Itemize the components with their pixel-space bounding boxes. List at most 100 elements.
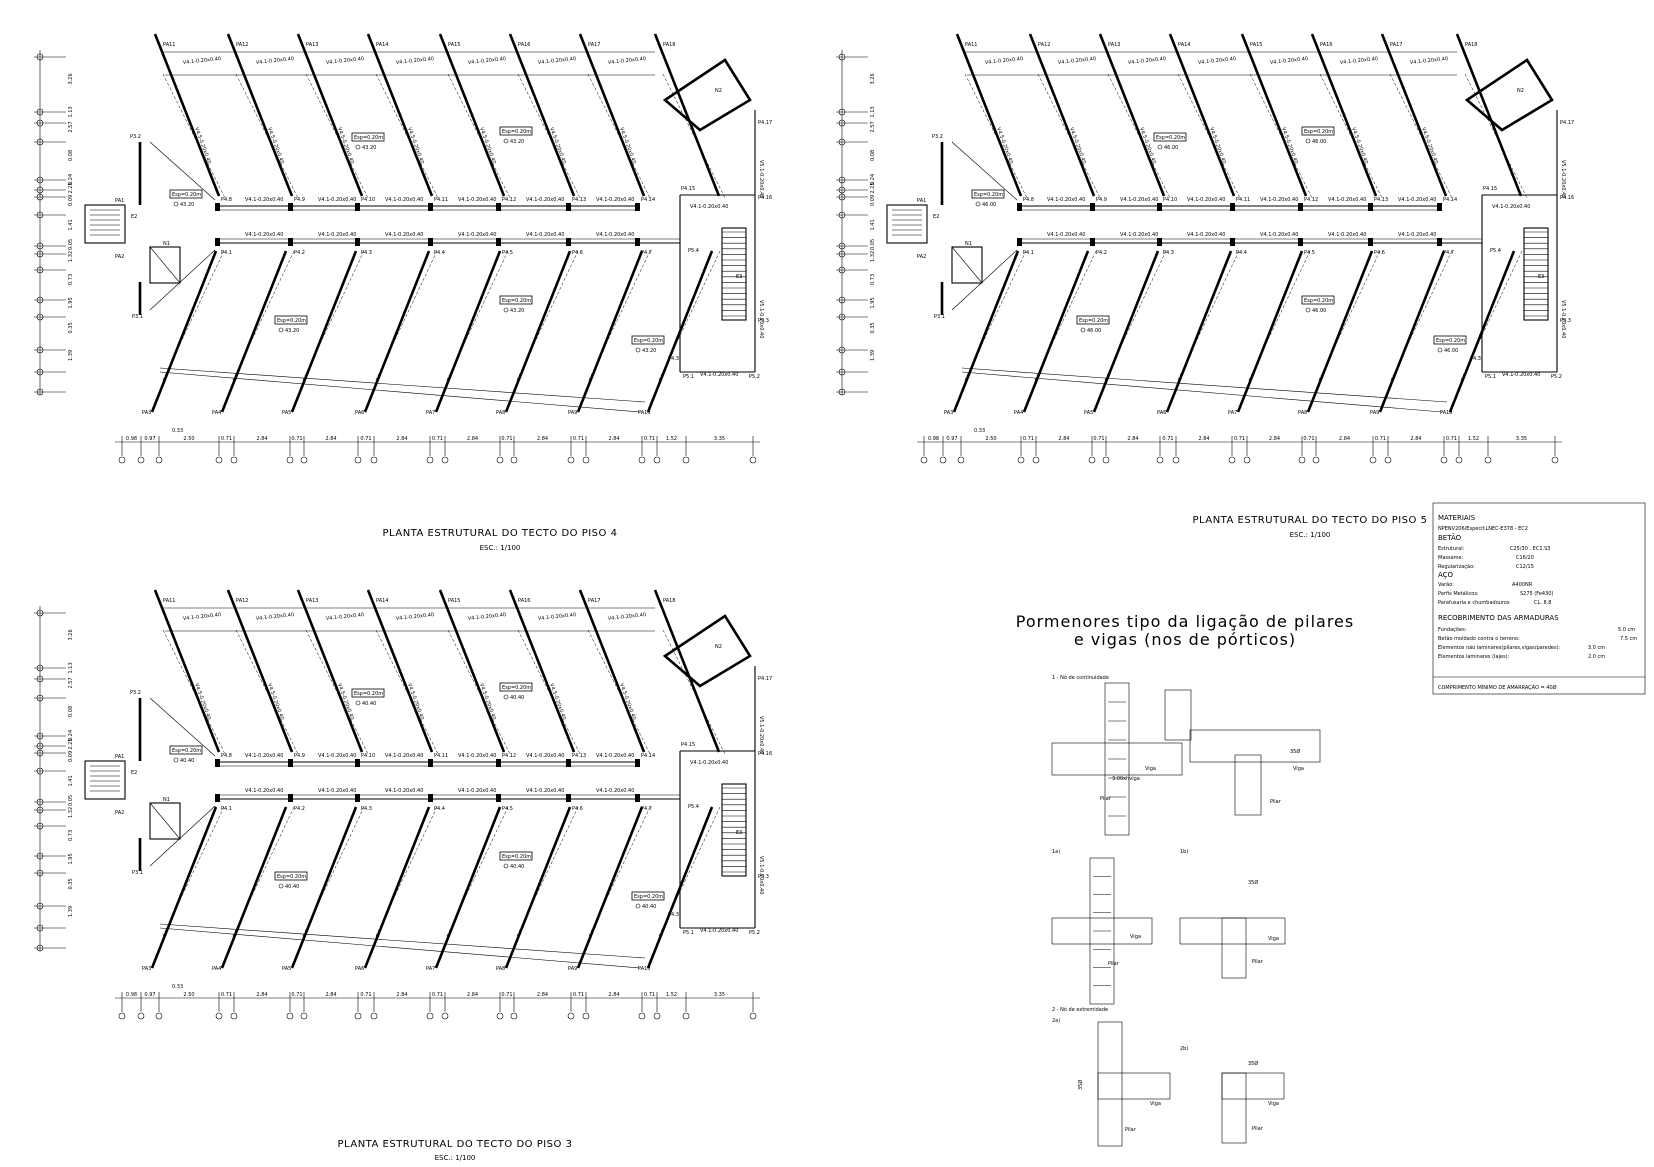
- grid-bubble: [1484, 456, 1492, 464]
- pillar-label: P5.2: [749, 930, 760, 936]
- grid-bubble: [838, 138, 846, 146]
- lift-diagonal: [149, 802, 181, 840]
- slab-level: 40.40: [510, 864, 524, 870]
- column: [428, 203, 433, 211]
- inclined-beam: [162, 73, 226, 199]
- pillar-label: PA13: [306, 598, 318, 604]
- column: [1368, 203, 1373, 211]
- left-dimension: 0.73: [870, 274, 876, 285]
- pillar-label: P4.3: [361, 806, 372, 812]
- inclined-beam: [375, 73, 439, 199]
- left-dimension: 0.35: [68, 878, 74, 889]
- column: [1090, 238, 1095, 246]
- bottom-dimension: 0.33: [974, 428, 985, 434]
- pilar-label: Pilar: [1252, 1126, 1264, 1132]
- column: [1437, 203, 1442, 211]
- grid-bubble: [36, 609, 44, 617]
- grid-bubble: [36, 388, 44, 396]
- beam-label: V4.5-0.20x0.40: [1208, 127, 1227, 165]
- mat-key: Perfis Metálicos:: [1438, 590, 1479, 597]
- mat-key: Varão:: [1438, 582, 1454, 588]
- bottom-dimension: 0.71: [432, 992, 443, 998]
- wall: [149, 805, 216, 867]
- slab-thickness: Esp=0.20m: [634, 338, 663, 344]
- grid-bubble: [36, 250, 44, 258]
- pillar-section: [1097, 1021, 1123, 1147]
- column: [355, 238, 360, 246]
- inclined-wall: [366, 589, 434, 753]
- beam-label: V4.1-0.20x0.40: [1270, 56, 1309, 66]
- grid-bubble: [36, 902, 44, 910]
- slab-thickness: Esp=0.20m: [974, 192, 1003, 198]
- bottom-dimension: 0.71: [432, 436, 443, 442]
- beam-label: V4.1-0.20x0.40: [468, 56, 507, 66]
- beam-label: V4.1-0.20x0.40: [318, 232, 356, 238]
- grid-bubble: [36, 852, 44, 860]
- column: [215, 238, 220, 246]
- pillar-label: PA9: [568, 410, 577, 416]
- bottom-edge-beam: [159, 923, 646, 959]
- grid-bubble: [939, 456, 947, 464]
- bottom-dimension: 2.84: [608, 992, 619, 998]
- inclined-beam: [587, 250, 651, 383]
- inclined-wall: [1028, 33, 1096, 197]
- pillar-label: P4.12: [1304, 197, 1318, 203]
- inclined-wall: [153, 589, 221, 753]
- beam-section: [1221, 1072, 1285, 1100]
- beam-label: V4.1-0.20x0.40: [526, 197, 564, 203]
- grid-bubble: [36, 732, 44, 740]
- inclined-wall: [504, 806, 572, 969]
- grid-bubble: [1017, 456, 1025, 464]
- pillar-section: [1221, 1072, 1247, 1144]
- inclined-wall: [508, 33, 576, 197]
- viga-label: Viga: [1130, 934, 1141, 940]
- pillar-label: PA14: [376, 42, 388, 48]
- beam-label: V4.1-0.20x0.40: [700, 928, 738, 934]
- bottom-dimension: 2.50: [183, 992, 194, 998]
- inclined-wall: [220, 250, 288, 413]
- cover-val: 5.0 cm: [1618, 627, 1635, 633]
- left-dimension: 0.08: [68, 706, 74, 717]
- inclined-wall: [1236, 250, 1304, 413]
- slab-thickness: Esp=0.20m: [277, 874, 306, 880]
- grid-bubble: [1440, 456, 1448, 464]
- inclined-wall: [434, 250, 502, 413]
- left-dimension: 1.39: [68, 350, 74, 361]
- grid-bubble: [137, 456, 145, 464]
- slab-thickness: Esp=0.20m: [502, 685, 531, 691]
- slab-level: 43.20: [510, 139, 524, 145]
- viga-label: Viga: [1268, 936, 1279, 942]
- inclined-beam: [517, 629, 581, 755]
- bottom-dimension: 0.71: [221, 436, 232, 442]
- pillar-label: P3.1: [934, 314, 945, 320]
- pillar-label: P4.9: [294, 197, 305, 203]
- mat-key: Massame:: [1438, 555, 1464, 561]
- stair-label: E2: [933, 214, 939, 220]
- pillar-label: PA7: [1228, 410, 1237, 416]
- left-dimension: 1.41: [870, 219, 876, 230]
- inclined-beam: [305, 73, 369, 199]
- pillar-label: P4.6: [1374, 250, 1385, 256]
- beam-label: V4.1-0.20x0.40: [1398, 232, 1436, 238]
- inclined-beam: [301, 806, 365, 939]
- mat-val: C25/30 . EC1.S3: [1510, 546, 1550, 552]
- cover-key: Betão moldado contra o terreno:: [1438, 636, 1520, 642]
- beam-label: V5.1-0.20x0.40: [758, 856, 764, 894]
- bottom-dimension: 2.84: [396, 436, 407, 442]
- dimension-label: 35Ø: [1077, 1080, 1084, 1090]
- pillar-label: PA4: [212, 410, 221, 416]
- column: [496, 794, 501, 802]
- grid-bubble: [653, 1012, 661, 1020]
- lift-label: N1: [163, 241, 170, 247]
- pillar-label: P4.17: [758, 676, 772, 682]
- beam-label: V4.1-0.20x0.40: [1198, 56, 1237, 66]
- inclined-wall: [955, 33, 1023, 197]
- inclined-beam: [1389, 250, 1453, 383]
- beam-label: V4.1-0.20x0.40: [318, 197, 356, 203]
- level-marker: [278, 327, 284, 333]
- beam-label: V4.1-0.20x0.40: [526, 753, 564, 759]
- inclined-beam: [161, 806, 225, 939]
- slab-thickness: Esp=0.20m: [172, 192, 201, 198]
- column: [1230, 203, 1235, 211]
- grid-bubble: [838, 211, 846, 219]
